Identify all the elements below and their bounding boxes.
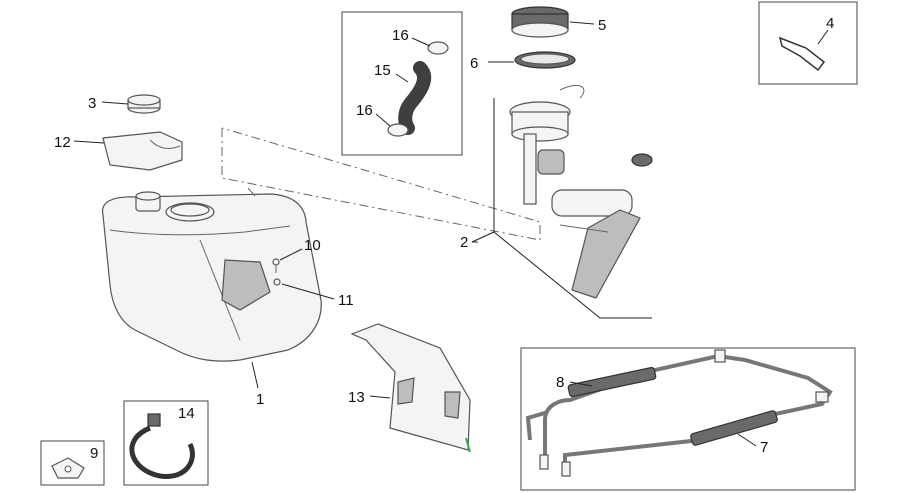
callout-14: 14 (178, 405, 195, 422)
callout-2: 2 (460, 234, 468, 251)
fuel-pump-assembly (509, 85, 653, 299)
callout-9: 9 (90, 445, 98, 462)
callout-1: 1 (256, 391, 264, 408)
callout-16-upper: 16 (392, 27, 409, 44)
tank-cover (102, 131, 183, 171)
callout-16-lower: 16 (356, 102, 373, 119)
lock-ring (511, 6, 569, 38)
hose-clip-upper (427, 41, 449, 55)
pipe-detail-box (520, 347, 856, 491)
callout-15: 15 (374, 62, 391, 79)
callout-6: 6 (470, 55, 478, 72)
gasket (778, 36, 826, 72)
hose-clip-lower (387, 123, 409, 137)
callout-5: 5 (598, 17, 606, 34)
bolt (272, 258, 280, 266)
assembly-guide-line (221, 127, 541, 241)
callout-12: 12 (54, 134, 71, 151)
fuel-pipe-assembly (525, 349, 833, 477)
callout-10: 10 (304, 237, 321, 254)
callout-8: 8 (556, 374, 564, 391)
gasket-detail-box (758, 1, 858, 85)
callout-3: 3 (88, 95, 96, 112)
pump-leader (471, 98, 495, 243)
clamp-detail-box (123, 400, 209, 486)
washer-nut (273, 278, 281, 286)
hose-clamp (129, 413, 195, 479)
callout-13: 13 (348, 389, 365, 406)
pump-outline (493, 231, 652, 319)
callout-4: 4 (826, 15, 834, 32)
callout-7: 7 (760, 439, 768, 456)
fuel-tank (101, 187, 322, 362)
callout-11: 11 (338, 292, 354, 309)
fuel-hose (398, 61, 432, 135)
tank-cap (127, 94, 161, 114)
